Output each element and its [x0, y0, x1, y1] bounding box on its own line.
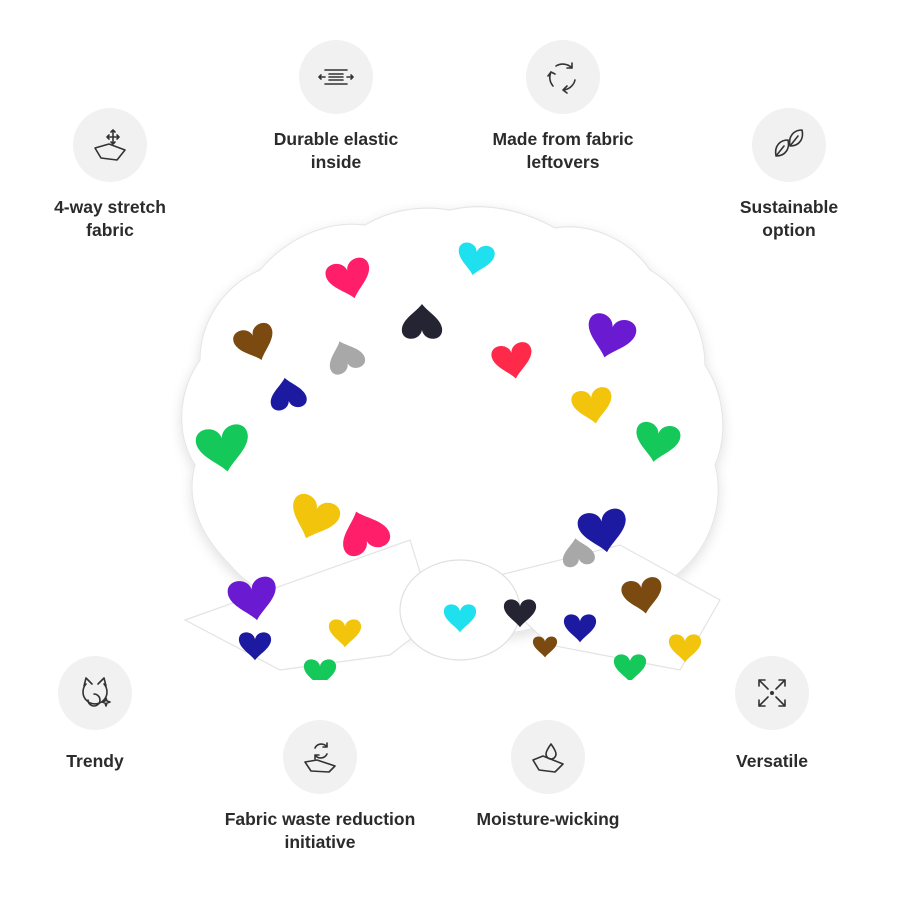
feature-label: 4-way stretch fabric [54, 197, 166, 240]
feature-trendy: Trendy [0, 656, 205, 773]
scrunchie-product-image [181, 206, 724, 680]
heart-print [503, 599, 537, 628]
heart-print [636, 421, 681, 462]
expand-arrows-icon [735, 656, 809, 730]
fabric-recycle-icon [283, 720, 357, 794]
heart-print [621, 577, 662, 614]
feature-durable-elastic: Durable elastic inside [226, 40, 446, 174]
heart-print [227, 576, 276, 621]
heart-print [343, 511, 391, 557]
scrunchie-bow-right [478, 544, 721, 671]
heart-print [233, 322, 273, 360]
feature-label: Trendy [66, 751, 124, 771]
feature-label: Versatile [736, 751, 808, 771]
droplet-fabric-icon [511, 720, 585, 794]
feature-4-way-stretch: 4-way stretch fabric [0, 108, 220, 242]
leaf-icon [752, 108, 826, 182]
feature-label: Moisture-wicking [476, 809, 620, 829]
heart-print [443, 604, 477, 633]
heart-print [329, 341, 366, 375]
stretch-fabric-icon [73, 108, 147, 182]
heart-print [401, 304, 443, 339]
heart-print [328, 619, 362, 648]
feature-moisture-wicking: Moisture-wicking [438, 720, 658, 831]
feature-label: Durable elastic inside [273, 129, 399, 172]
heart-print [303, 659, 337, 680]
feature-label: Fabric waste reduction initiative [224, 809, 416, 852]
trendy-icon [58, 656, 132, 730]
heart-print [195, 424, 248, 472]
heart-pattern [195, 242, 702, 680]
scrunchie-knot [399, 559, 521, 661]
heart-print [238, 632, 272, 661]
heart-print [668, 634, 702, 663]
heart-print [491, 342, 532, 379]
heart-print [613, 654, 647, 680]
heart-print [563, 614, 597, 643]
feature-sustainable: Sustainable option [679, 108, 899, 242]
feature-fabric-leftovers: Made from fabric leftovers [453, 40, 673, 174]
heart-print [270, 377, 307, 411]
heart-print [532, 636, 558, 658]
heart-print [293, 493, 341, 539]
feature-label: Sustainable option [739, 197, 839, 240]
heart-print [562, 538, 595, 568]
elastic-icon [299, 40, 373, 114]
heart-print [571, 387, 612, 424]
heart-print [577, 508, 626, 553]
feature-label: Made from fabric leftovers [492, 129, 634, 172]
heart-print [588, 313, 637, 358]
feature-waste-reduction: Fabric waste reduction initiative [210, 720, 430, 854]
heart-print [458, 242, 495, 276]
feature-versatile: Versatile [662, 656, 882, 773]
heart-print [325, 257, 370, 299]
recycle-icon [526, 40, 600, 114]
